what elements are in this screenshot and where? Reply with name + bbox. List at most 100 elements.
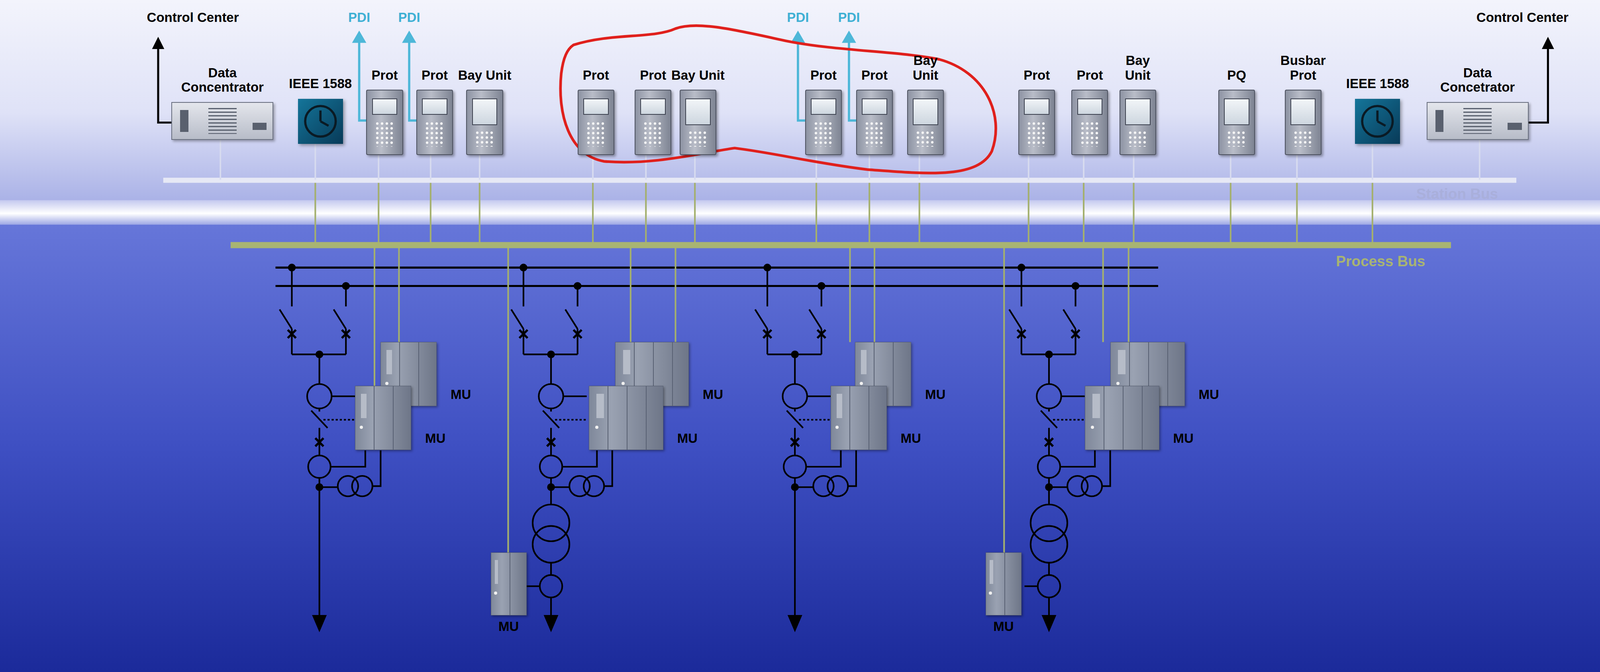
- interface-label: PDI: [837, 9, 860, 25]
- protection-relay: Prot: [856, 89, 893, 155]
- device-label: Prot: [1023, 68, 1050, 83]
- unit-label: MU: [900, 431, 922, 446]
- front-strip: [989, 559, 994, 584]
- status-led: [835, 425, 839, 429]
- merging-unit: MU: [1084, 385, 1160, 450]
- system-label: Control Center: [147, 9, 240, 25]
- unit-label: MU: [425, 431, 446, 446]
- unit-label: MU: [702, 387, 724, 402]
- interface-label: PDI: [786, 9, 809, 25]
- unit-label: MU: [993, 619, 1014, 634]
- time-server: IEEE 1588: [1354, 98, 1400, 144]
- unit-label: MU: [498, 619, 519, 634]
- bay-unit: Bay Unit: [907, 89, 944, 155]
- device-label: Prot: [582, 68, 610, 83]
- device-keypad: [586, 121, 606, 147]
- device-label: Bay Unit: [907, 53, 944, 83]
- device-keypad: [864, 121, 885, 147]
- device-screen: [1077, 98, 1103, 116]
- front-strip: [836, 393, 843, 418]
- protection-relay: Prot: [1071, 89, 1108, 155]
- device-label: IEEE 1588: [288, 76, 352, 91]
- front-strip: [1092, 393, 1100, 418]
- front-strip: [386, 349, 393, 375]
- merging-unit: MU: [354, 385, 412, 450]
- status-led: [595, 425, 599, 429]
- protection-relay: Prot: [634, 89, 672, 155]
- device-screen: [912, 98, 939, 126]
- device-label: PQ: [1227, 68, 1247, 83]
- interface-label: PDI: [348, 9, 371, 25]
- device-label: Bay Unit: [458, 68, 512, 83]
- device-screen: [861, 98, 888, 116]
- rack-module: [180, 109, 189, 132]
- device-label: Prot: [639, 68, 667, 83]
- clock-icon: [1354, 98, 1400, 144]
- device-screen: [685, 98, 711, 126]
- status-led: [988, 591, 993, 595]
- protection-relay: Prot: [577, 89, 615, 155]
- device-label: Data Concentrator: [171, 65, 274, 95]
- device-label: IEEE 1588: [1346, 76, 1410, 91]
- unit-label: MU: [450, 387, 471, 402]
- system-label: Control Center: [1476, 9, 1569, 25]
- device-keypad: [688, 130, 708, 148]
- device-screen: [421, 98, 448, 116]
- device-screen: [1125, 98, 1151, 126]
- device-keypad: [643, 121, 663, 147]
- device-label: Prot: [861, 68, 888, 83]
- device-label: Bay Unit: [1119, 53, 1157, 83]
- device-label: Prot: [1076, 68, 1103, 83]
- device-keypad: [424, 121, 445, 147]
- merging-unit: MU: [985, 552, 1022, 616]
- device-label: Prot: [810, 68, 837, 83]
- device-screen: [372, 98, 398, 116]
- device-label: Busbar Prot: [1279, 53, 1327, 83]
- clock-icon: [298, 98, 344, 144]
- interface-label: PDI: [398, 9, 421, 25]
- rack-panel: [1463, 107, 1492, 134]
- rack-module: [252, 122, 267, 130]
- data-concentrator: Data Concetrator: [1426, 101, 1529, 140]
- device-keypad: [474, 130, 495, 148]
- bay-unit: Bay Unit: [679, 89, 717, 155]
- device-screen: [583, 98, 609, 116]
- device-label: Data Concetrator: [1426, 65, 1529, 95]
- bay-unit: PQ: [1218, 89, 1255, 155]
- device-keypad: [915, 130, 936, 148]
- front-strip: [494, 559, 499, 584]
- bay-unit: Bay Unit: [466, 89, 503, 155]
- merging-unit: MU: [588, 385, 664, 450]
- device-label: Bay Unit: [671, 68, 725, 83]
- merging-unit: MU: [830, 385, 887, 450]
- status-led: [621, 381, 625, 385]
- device-keypad: [1080, 121, 1100, 147]
- front-strip: [623, 349, 631, 375]
- front-strip: [596, 393, 604, 418]
- protection-relay: Prot: [1018, 89, 1055, 155]
- protection-relay: Prot: [805, 89, 842, 155]
- device-keypad: [813, 121, 834, 147]
- unit-label: MU: [1172, 431, 1194, 446]
- protection-relay: Prot: [366, 89, 403, 155]
- device-screen: [640, 98, 666, 116]
- front-strip: [860, 349, 867, 375]
- device-screen: [810, 98, 837, 116]
- device-screen: [1223, 98, 1250, 126]
- rack-panel: [208, 107, 237, 134]
- device-label: Prot: [371, 68, 399, 83]
- data-concentrator: Data Concentrator: [171, 101, 274, 140]
- device-keypad: [374, 121, 395, 147]
- time-server: IEEE 1588: [298, 98, 344, 144]
- protection-relay: Prot: [416, 89, 453, 155]
- front-strip: [360, 393, 367, 418]
- device-keypad: [1226, 130, 1247, 148]
- device-keypad: [1127, 130, 1148, 148]
- unit-label: MU: [1198, 387, 1219, 402]
- rack-module: [1435, 109, 1444, 132]
- unit-label: MU: [677, 431, 698, 446]
- bay-unit: Busbar Prot: [1284, 89, 1322, 155]
- device-label: Prot: [421, 68, 448, 83]
- bus-label: Process Bus: [1335, 252, 1426, 270]
- status-led: [494, 591, 498, 595]
